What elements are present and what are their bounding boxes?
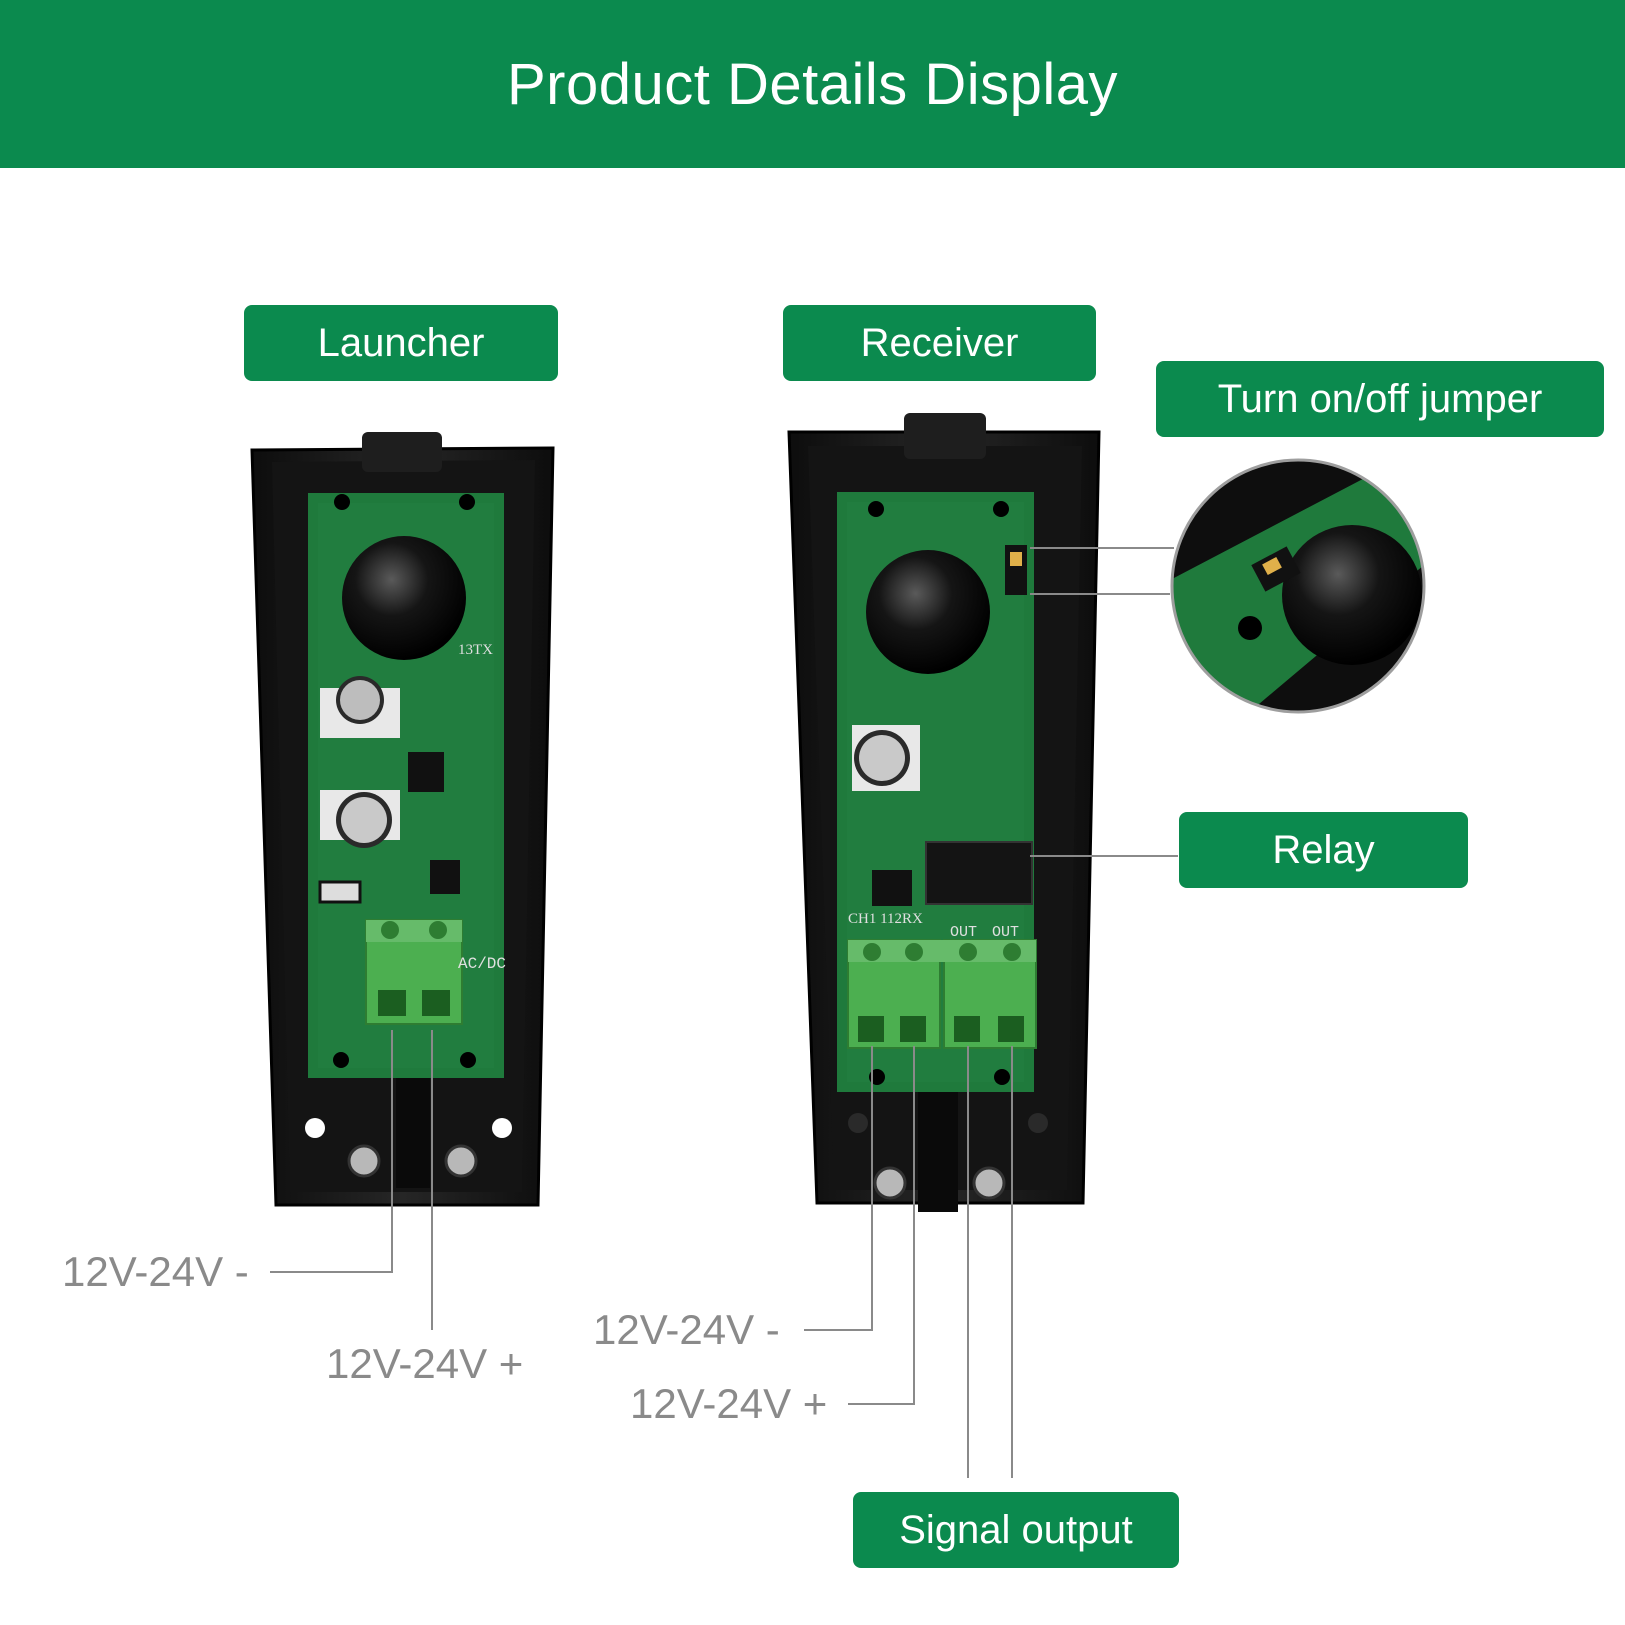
launcher-model-marking: 13TX bbox=[458, 642, 493, 658]
signal-output-tag: Signal output bbox=[853, 1492, 1179, 1568]
receiver-terminal-block bbox=[847, 939, 1037, 1049]
receiver-out2-marking: OUT bbox=[992, 924, 1019, 941]
header-banner: Product Details Display bbox=[0, 0, 1625, 168]
page-title: Product Details Display bbox=[506, 51, 1119, 117]
receiver-device bbox=[787, 413, 1101, 1212]
callout-lines bbox=[270, 547, 1178, 1478]
launcher-tag: Launcher bbox=[244, 305, 558, 381]
receiver-out1-marking: OUT bbox=[950, 924, 977, 941]
receiver-lens bbox=[866, 550, 990, 674]
relay-tag: Relay bbox=[1179, 812, 1468, 888]
launcher-capacitor bbox=[320, 676, 400, 848]
jumper-zoom-inset bbox=[1170, 458, 1426, 714]
launcher-negative-label: 12V-24V - bbox=[62, 1248, 249, 1295]
receiver-model-marking: CH1 112RX bbox=[848, 911, 923, 927]
launcher-positive-label: 12V-24V + bbox=[326, 1340, 524, 1387]
relay-component bbox=[925, 841, 1033, 905]
launcher-device bbox=[250, 432, 555, 1207]
launcher-terminal-block bbox=[365, 919, 463, 1025]
receiver-positive-label: 12V-24V + bbox=[630, 1380, 828, 1427]
receiver-tag: Receiver bbox=[783, 305, 1096, 381]
launcher-terminal-marking: AC/DC bbox=[458, 955, 506, 973]
launcher-lens bbox=[342, 536, 466, 660]
jumper-tag: Turn on/off jumper bbox=[1156, 361, 1604, 437]
receiver-negative-label: 12V-24V - bbox=[593, 1306, 780, 1353]
